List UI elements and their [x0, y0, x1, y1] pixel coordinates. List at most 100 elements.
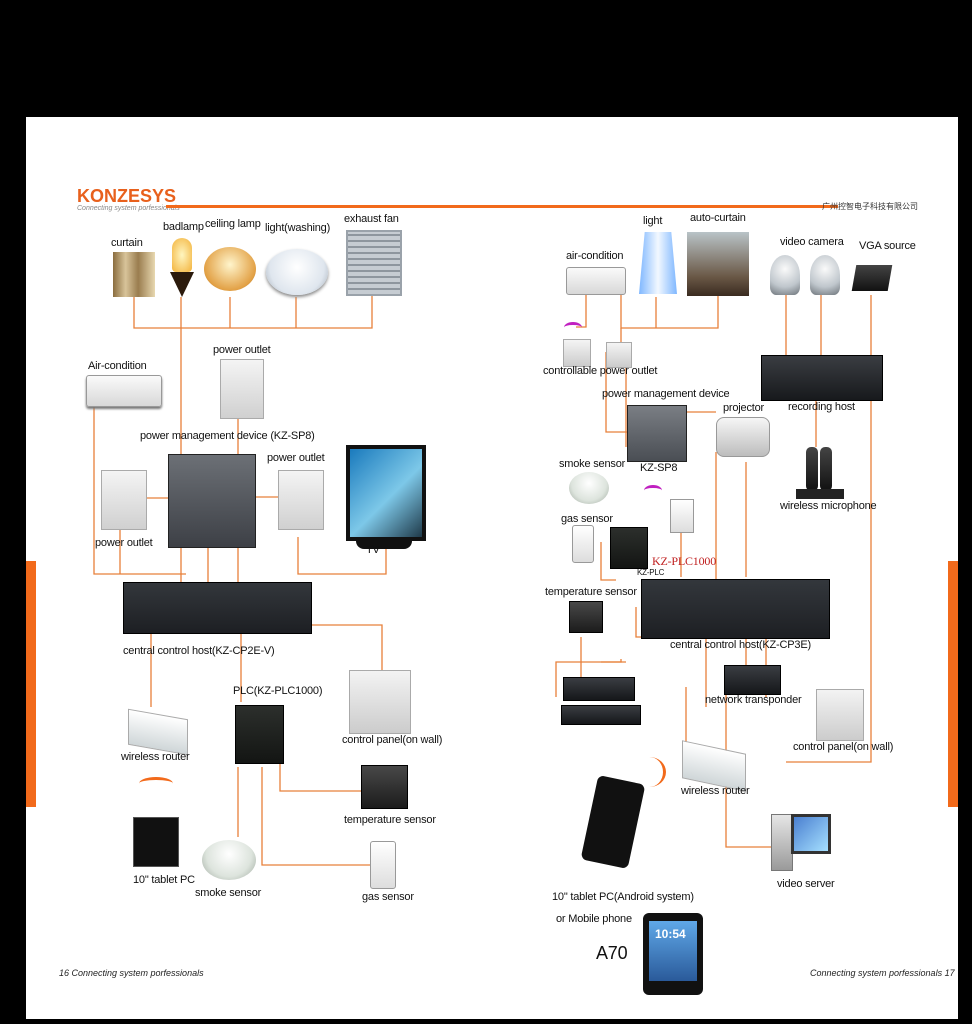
footer-left: 16 Connecting system porfessionals: [59, 968, 204, 978]
power-outlet-top-image: [220, 359, 264, 419]
central-host-right-image: [641, 579, 830, 639]
wireless-mic-1-image: [806, 447, 818, 491]
label-badlamp: badlamp: [163, 221, 204, 233]
label-tablet-left: 10" tablet PC: [133, 874, 195, 886]
right-accent-bar: [948, 561, 958, 807]
label-host-right: central control host(KZ-CP3E): [670, 639, 811, 651]
wifi-signal-receiver-icon: [644, 485, 662, 496]
label-smoke-right: smoke sensor: [559, 458, 626, 470]
label-kz-sp8: KZ-SP8: [640, 462, 678, 474]
plc-left-image: [235, 705, 284, 764]
exhaust-fan-image: [346, 230, 402, 296]
label-control-panel-right: control panel(on wall): [793, 741, 894, 753]
projector-image: [716, 417, 770, 457]
tablet-left-image: [133, 817, 179, 867]
label-recording-host: recording host: [788, 401, 855, 413]
a70-clock: 10:54: [655, 927, 686, 941]
wifi-signal-left-icon: [139, 777, 173, 790]
company-name: 广州控智电子科技有限公司: [822, 202, 918, 211]
smoke-sensor-right-image: [569, 472, 609, 504]
label-tv: TV: [366, 544, 380, 556]
label-light-washing: light(washing): [265, 222, 331, 234]
label-mobile: or Mobile phone: [556, 913, 632, 925]
label-curtain: curtain: [111, 237, 143, 249]
temp-sensor-left-image: [361, 765, 408, 809]
ceiling-light-image: [266, 249, 328, 295]
wireless-mic-2-image: [820, 447, 832, 491]
rack-unit-2-image: [561, 705, 641, 725]
tv-image: [346, 445, 426, 541]
pmd-right-image: [627, 405, 687, 462]
ceiling-lamp-image: [204, 247, 256, 291]
label-plc-right-small: KZ-PLC: [637, 568, 665, 577]
control-panel-left-image: [349, 670, 411, 734]
wifi-signal-right-icon: [633, 757, 666, 787]
light-right-image: [639, 232, 677, 294]
label-wireless-router-left: wireless router: [121, 751, 190, 763]
footer-right: Connecting system porfessionals 17: [810, 968, 955, 978]
header-rule: [166, 205, 838, 208]
label-pmd-right: power management device: [602, 388, 730, 400]
video-server-tower-image: [771, 814, 793, 871]
label-video-server: video server: [777, 878, 835, 890]
label-temp-sensor-left: temperature sensor: [344, 814, 436, 826]
power-outlet-right-image: [278, 470, 324, 530]
label-air-condition-left: Air-condition: [88, 360, 147, 372]
rack-unit-1-image: [563, 677, 635, 701]
brand-tagline: Connecting system porfessionals: [77, 205, 180, 212]
air-condition-left-image: [86, 375, 162, 407]
curtain-image: [113, 252, 155, 297]
brand-logo: KONZESYS: [77, 186, 177, 206]
smoke-sensor-left-image: [202, 840, 256, 880]
controllable-switch-image: [563, 339, 591, 367]
temp-sensor-right-image: [569, 601, 603, 633]
label-network-transponder: network transponder: [705, 694, 802, 706]
gas-sensor-left-image: [370, 841, 396, 889]
diagram-page: KONZESYS Connecting system porfessionals…: [26, 117, 958, 1019]
label-ceiling-lamp: ceiling lamp: [205, 218, 261, 230]
vga-source-image: [851, 265, 893, 291]
label-power-outlet-left: power outlet: [95, 537, 153, 549]
network-transponder-image: [724, 665, 781, 695]
label-pmd-left: power management device (KZ-SP8): [140, 430, 315, 442]
label-a70: A70: [596, 943, 628, 963]
wifi-signal-outlet-icon: [564, 322, 582, 333]
label-smoke-sensor-left: smoke sensor: [195, 887, 262, 899]
video-camera-2-image: [810, 255, 840, 295]
label-power-outlet-top: power outlet: [213, 344, 271, 356]
video-camera-1-image: [770, 255, 800, 295]
label-power-outlet-right: power outlet: [267, 452, 325, 464]
label-projector: projector: [723, 402, 764, 414]
label-air-condition-right: air-condition: [566, 250, 624, 262]
label-controllable-outlet: controllable power outlet: [543, 365, 658, 377]
gas-sensor-right-image: [572, 525, 594, 563]
label-tablet-right: 10" tablet PC(Android system): [552, 891, 694, 903]
wireless-receiver-image: [670, 499, 694, 533]
central-host-left-image: [123, 582, 312, 634]
label-vga-source: VGA source: [859, 240, 916, 252]
video-server-monitor-image: [791, 814, 831, 854]
wireless-mic-receiver-image: [796, 489, 844, 499]
power-outlet-left-image: [101, 470, 147, 530]
label-gas-right: gas sensor: [561, 513, 613, 525]
recording-host-image: [761, 355, 883, 401]
auto-curtain-image: [687, 232, 749, 296]
label-auto-curtain: auto-curtain: [690, 212, 746, 224]
air-condition-right-image: [566, 267, 626, 295]
wiring: [93, 295, 872, 866]
label-gas-sensor-left: gas sensor: [362, 891, 414, 903]
badlamp-image: [172, 238, 192, 272]
control-panel-right-image: [816, 689, 864, 741]
label-wireless-router-right: wireless router: [681, 785, 750, 797]
pmd-left-image: [168, 454, 256, 548]
badlamp-base: [170, 272, 194, 297]
label-host-left: central control host(KZ-CP2E-V): [123, 645, 275, 657]
label-light-right: light: [643, 215, 663, 227]
a70-phone-image: 10:54: [643, 913, 703, 995]
label-plc-left: PLC(KZ-PLC1000): [233, 685, 323, 697]
controllable-outlet-image: [606, 342, 632, 368]
label-exhaust-fan: exhaust fan: [344, 213, 399, 225]
label-wireless-mic: wireless microphone: [780, 500, 877, 512]
plc-right-image: [610, 527, 648, 569]
label-control-panel-left: control panel(on wall): [342, 734, 443, 746]
